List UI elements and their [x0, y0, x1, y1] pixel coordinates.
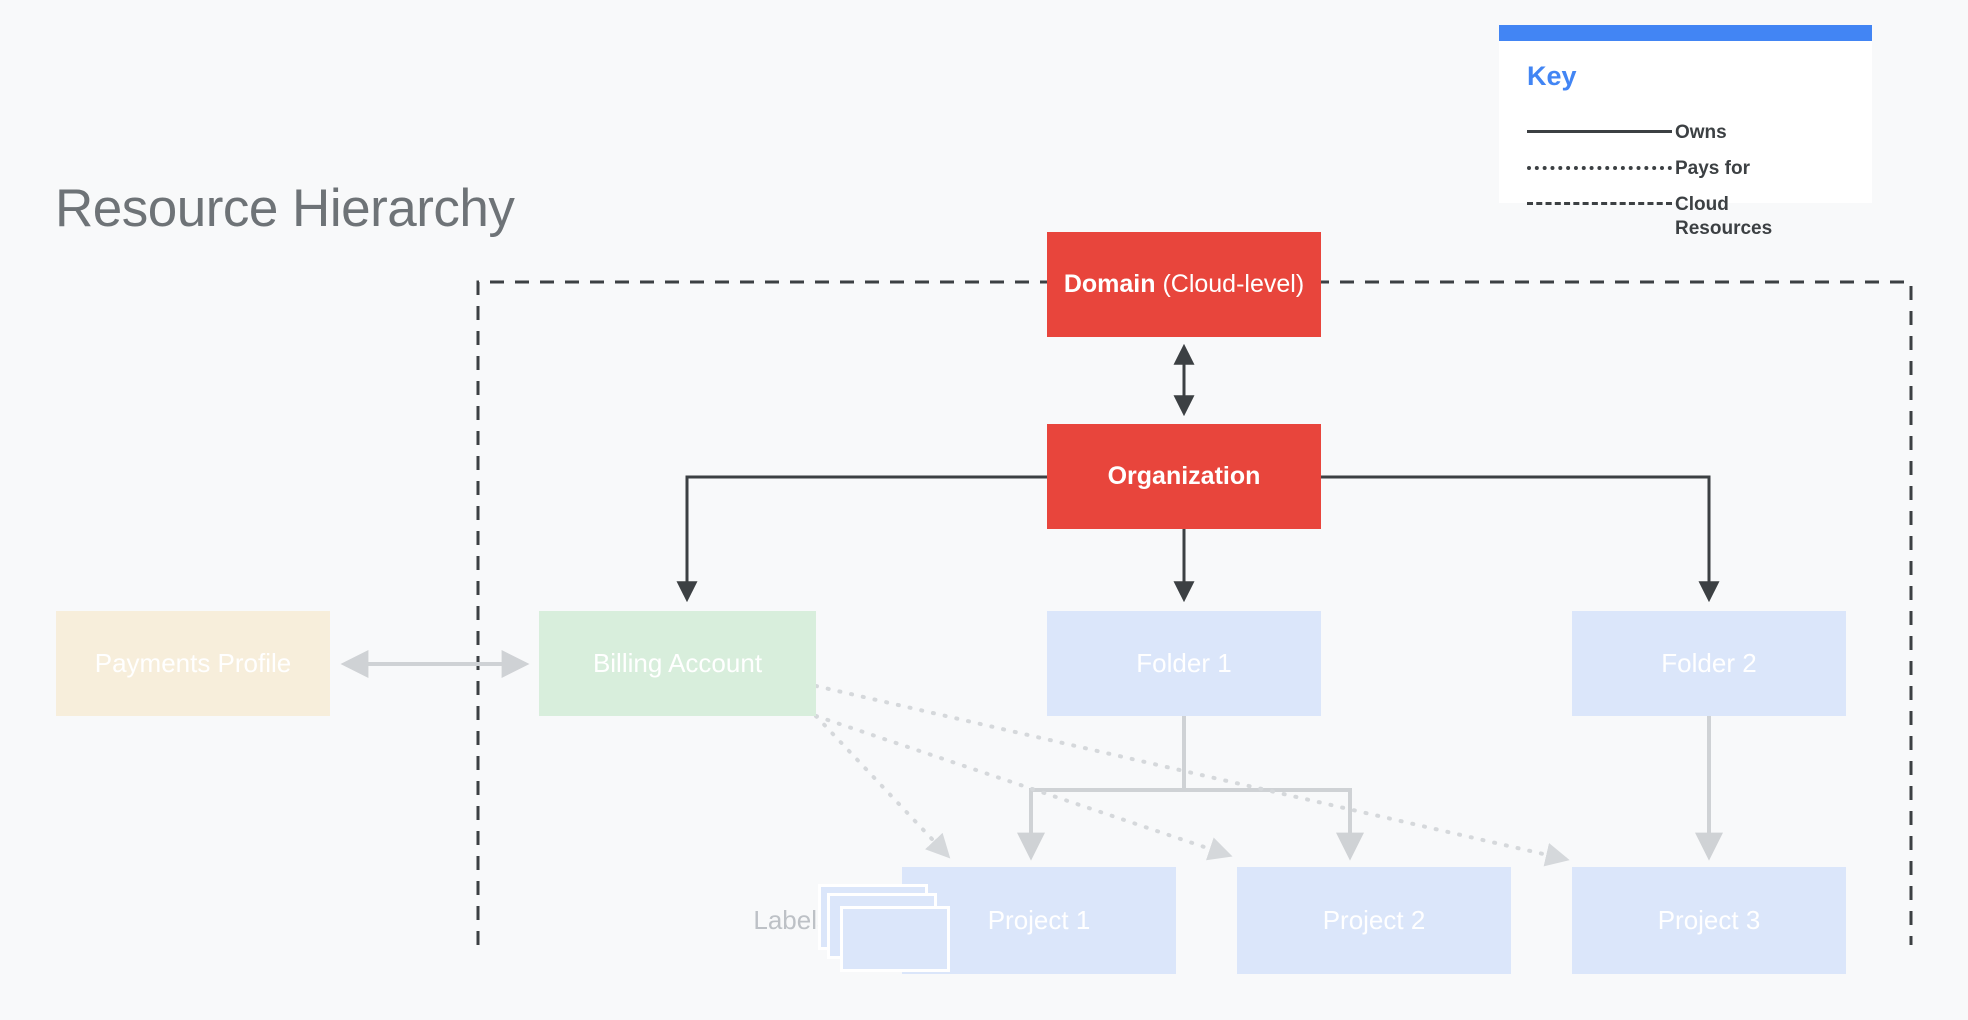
connector-billing-pays-project1 — [814, 714, 951, 859]
node-folder-1[interactable]: Folder 1 — [1047, 611, 1321, 716]
key-label-cloud-resources: Cloud Resources — [1675, 194, 1773, 239]
node-project-2[interactable]: Project 2 — [1237, 867, 1511, 974]
connector-folder1-project1 — [1017, 716, 1186, 861]
node-folder-2[interactable]: Folder 2 — [1572, 611, 1846, 716]
key-rows: Owns Pays for Cloud Resources — [1527, 121, 1857, 251]
node-project-3-label: Project 3 — [1657, 905, 1761, 935]
node-organization-label: Organization — [1107, 462, 1261, 490]
owns-line-icon — [1527, 121, 1675, 141]
key-panel: Key Owns Pays for Cloud Resources — [1499, 25, 1872, 239]
node-payments-profile[interactable]: Payments Profile — [56, 611, 330, 716]
key-accent-bar — [1499, 25, 1872, 41]
key-label-owns: Owns — [1675, 122, 1727, 143]
connector-organization-folder2 — [1321, 475, 1720, 603]
node-organization[interactable]: Organization — [1047, 424, 1321, 529]
key-label-pays-for: Pays for — [1675, 158, 1750, 179]
key-row-pays-for: Pays for — [1527, 157, 1857, 191]
node-domain-label: Domain — [1063, 270, 1156, 298]
label-card-front — [840, 906, 950, 972]
connector-organization-billing — [676, 475, 1047, 603]
cloud-resources-line-icon — [1527, 193, 1675, 213]
node-billing-account-label: Billing Account — [592, 648, 763, 678]
node-folder-1-label: Folder 1 — [1136, 648, 1232, 678]
node-domain[interactable]: Domain (Cloud-level) — [1047, 232, 1321, 337]
key-row-owns: Owns — [1527, 121, 1857, 155]
labels-stack-icon — [818, 884, 950, 972]
node-billing-account[interactable]: Billing Account — [539, 611, 816, 716]
labels-caption: Labels — [753, 905, 830, 935]
node-folder-2-label: Folder 2 — [1661, 648, 1757, 678]
pays-for-line-icon — [1527, 157, 1675, 177]
node-project-2-label: Project 2 — [1322, 905, 1426, 935]
connector-folder1-project2 — [1184, 788, 1364, 861]
page-title: Resource Hierarchy — [55, 179, 515, 238]
key-row-cloud-resources: Cloud Resources — [1527, 193, 1857, 249]
connector-billing-pays-project2 — [814, 714, 1233, 861]
node-payments-profile-label: Payments Profile — [94, 648, 292, 678]
node-project-3[interactable]: Project 3 — [1572, 867, 1846, 974]
node-domain-sublabel: (Cloud-level) — [1155, 270, 1305, 298]
key-heading: Key — [1527, 61, 1577, 91]
node-project-1-label: Project 1 — [987, 905, 1091, 935]
